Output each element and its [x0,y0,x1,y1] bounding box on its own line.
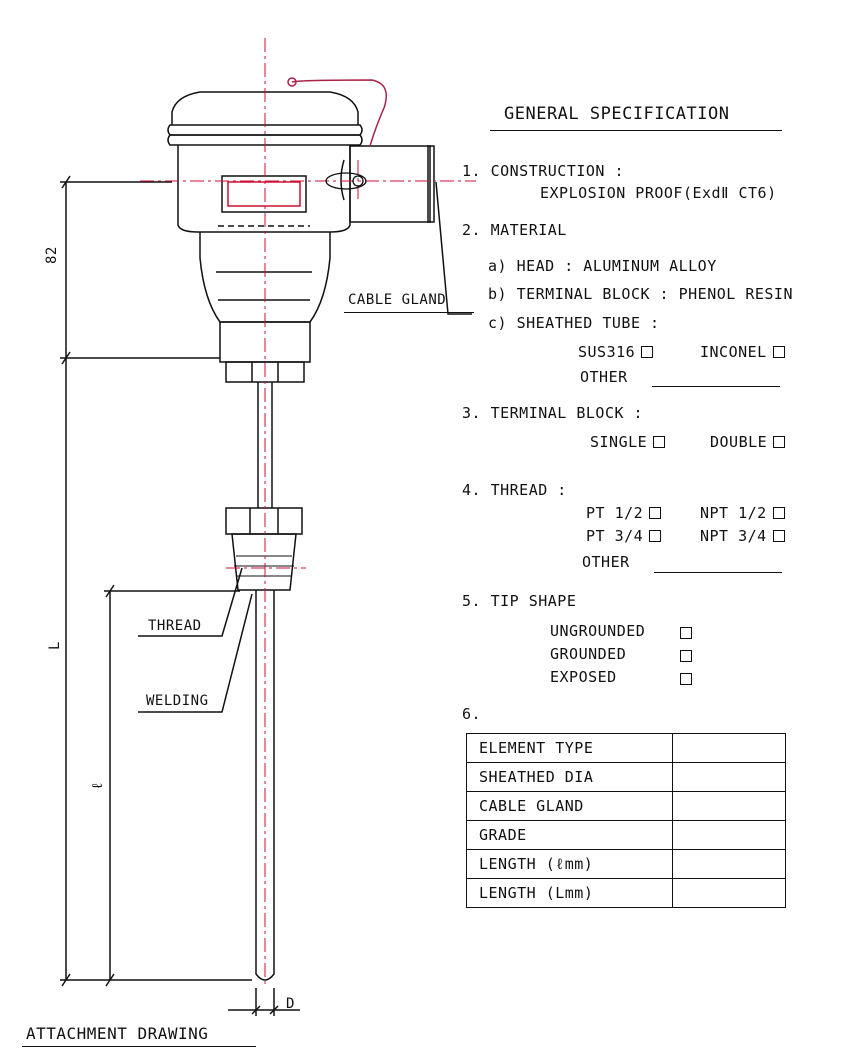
table-value[interactable] [672,762,786,792]
thread-other: OTHER [582,553,630,571]
table-value[interactable] [672,820,786,850]
option-npt34: NPT 3/4 [700,527,767,545]
dimension-L: L [47,641,63,650]
tip-shape-heading: 5. TIP SHAPE [462,592,577,610]
sheath-tube-lower [255,590,275,981]
checkbox-npt34[interactable] [772,529,785,542]
option-exposed: EXPOSED [550,668,617,686]
table-value[interactable] [672,849,786,879]
option-ungrounded: UNGROUNDED [550,622,646,640]
table-row: SHEATHED DIA [466,762,786,792]
callout-welding: WELDING [146,693,209,709]
material-head: a) HEAD : ALUMINUM ALLOY [488,257,717,275]
table-label: LENGTH (ℓmm) [466,849,673,879]
dimension-l: ℓ [90,781,106,790]
table-row: LENGTH (ℓmm) [466,849,786,879]
checkbox-grounded[interactable] [680,650,692,662]
checkbox-sus316[interactable] [641,345,654,358]
checkbox-pt12[interactable] [649,506,662,519]
option-single: SINGLE [590,433,648,451]
checkbox-pt34[interactable] [649,529,662,542]
table-label: ELEMENT TYPE [466,733,673,763]
fitting-thread [231,533,297,591]
ground-wire [291,79,387,147]
table-row: LENGTH (Lmm) [466,878,786,908]
checkbox-ungrounded[interactable] [680,627,692,639]
spec-table: ELEMENT TYPE SHEATHED DIA CABLE GLAND GR… [466,733,786,908]
construction-value: EXPLOSION PROOF(ExdⅡ CT6) [540,184,777,202]
table-value[interactable] [672,733,786,763]
thread-heading: 4. THREAD : [462,481,567,499]
checkbox-exposed[interactable] [680,673,692,685]
table-row: ELEMENT TYPE [466,733,786,763]
callout-thread: THREAD [148,618,202,634]
option-inconel: INCONEL [700,343,767,361]
checkbox-single[interactable] [653,435,666,448]
cable-gland-boss [349,145,431,223]
option-sus316: SUS316 [578,343,636,361]
drawing-caption: ATTACHMENT DRAWING [26,1024,209,1043]
nameplate [221,175,307,213]
option-pt34: PT 3/4 [586,527,644,545]
table-value[interactable] [672,791,786,821]
table-label: GRADE [466,820,673,850]
option-npt12: NPT 1/2 [700,504,767,522]
option-double: DOUBLE [710,433,768,451]
table-label: CABLE GLAND [466,791,673,821]
option-pt12: PT 1/2 [586,504,644,522]
thread-other-line[interactable] [654,572,782,573]
material-other: OTHER [580,368,628,386]
table-label: LENGTH (Lmm) [466,878,673,908]
table-row: CABLE GLAND [466,791,786,821]
compression-fitting-hex [225,507,303,535]
table-value[interactable] [672,878,786,908]
material-terminal: b) TERMINAL BLOCK : PHENOL RESIN [488,285,793,303]
table-row: GRADE [466,820,786,850]
material-other-line[interactable] [652,386,780,387]
terminal-block-heading: 3. TERMINAL BLOCK : [462,404,644,422]
spec-title: GENERAL SPECIFICATION [504,104,730,124]
item-6-heading: 6. [462,705,482,723]
construction-heading: 1. CONSTRUCTION : [462,162,625,180]
checkbox-npt12[interactable] [772,506,785,519]
callout-cable-gland: CABLE GLAND [348,292,447,308]
option-grounded: GROUNDED [550,645,627,663]
dimension-82: 82 [44,246,60,264]
head-body [177,145,351,233]
checkbox-inconel[interactable] [772,345,785,358]
table-label: SHEATHED DIA [466,762,673,792]
dimension-D: D [286,996,295,1012]
checkbox-double[interactable] [773,435,786,448]
material-heading: 2. MATERIAL [462,221,567,239]
material-tube: c) SHEATHED TUBE : [488,314,660,332]
